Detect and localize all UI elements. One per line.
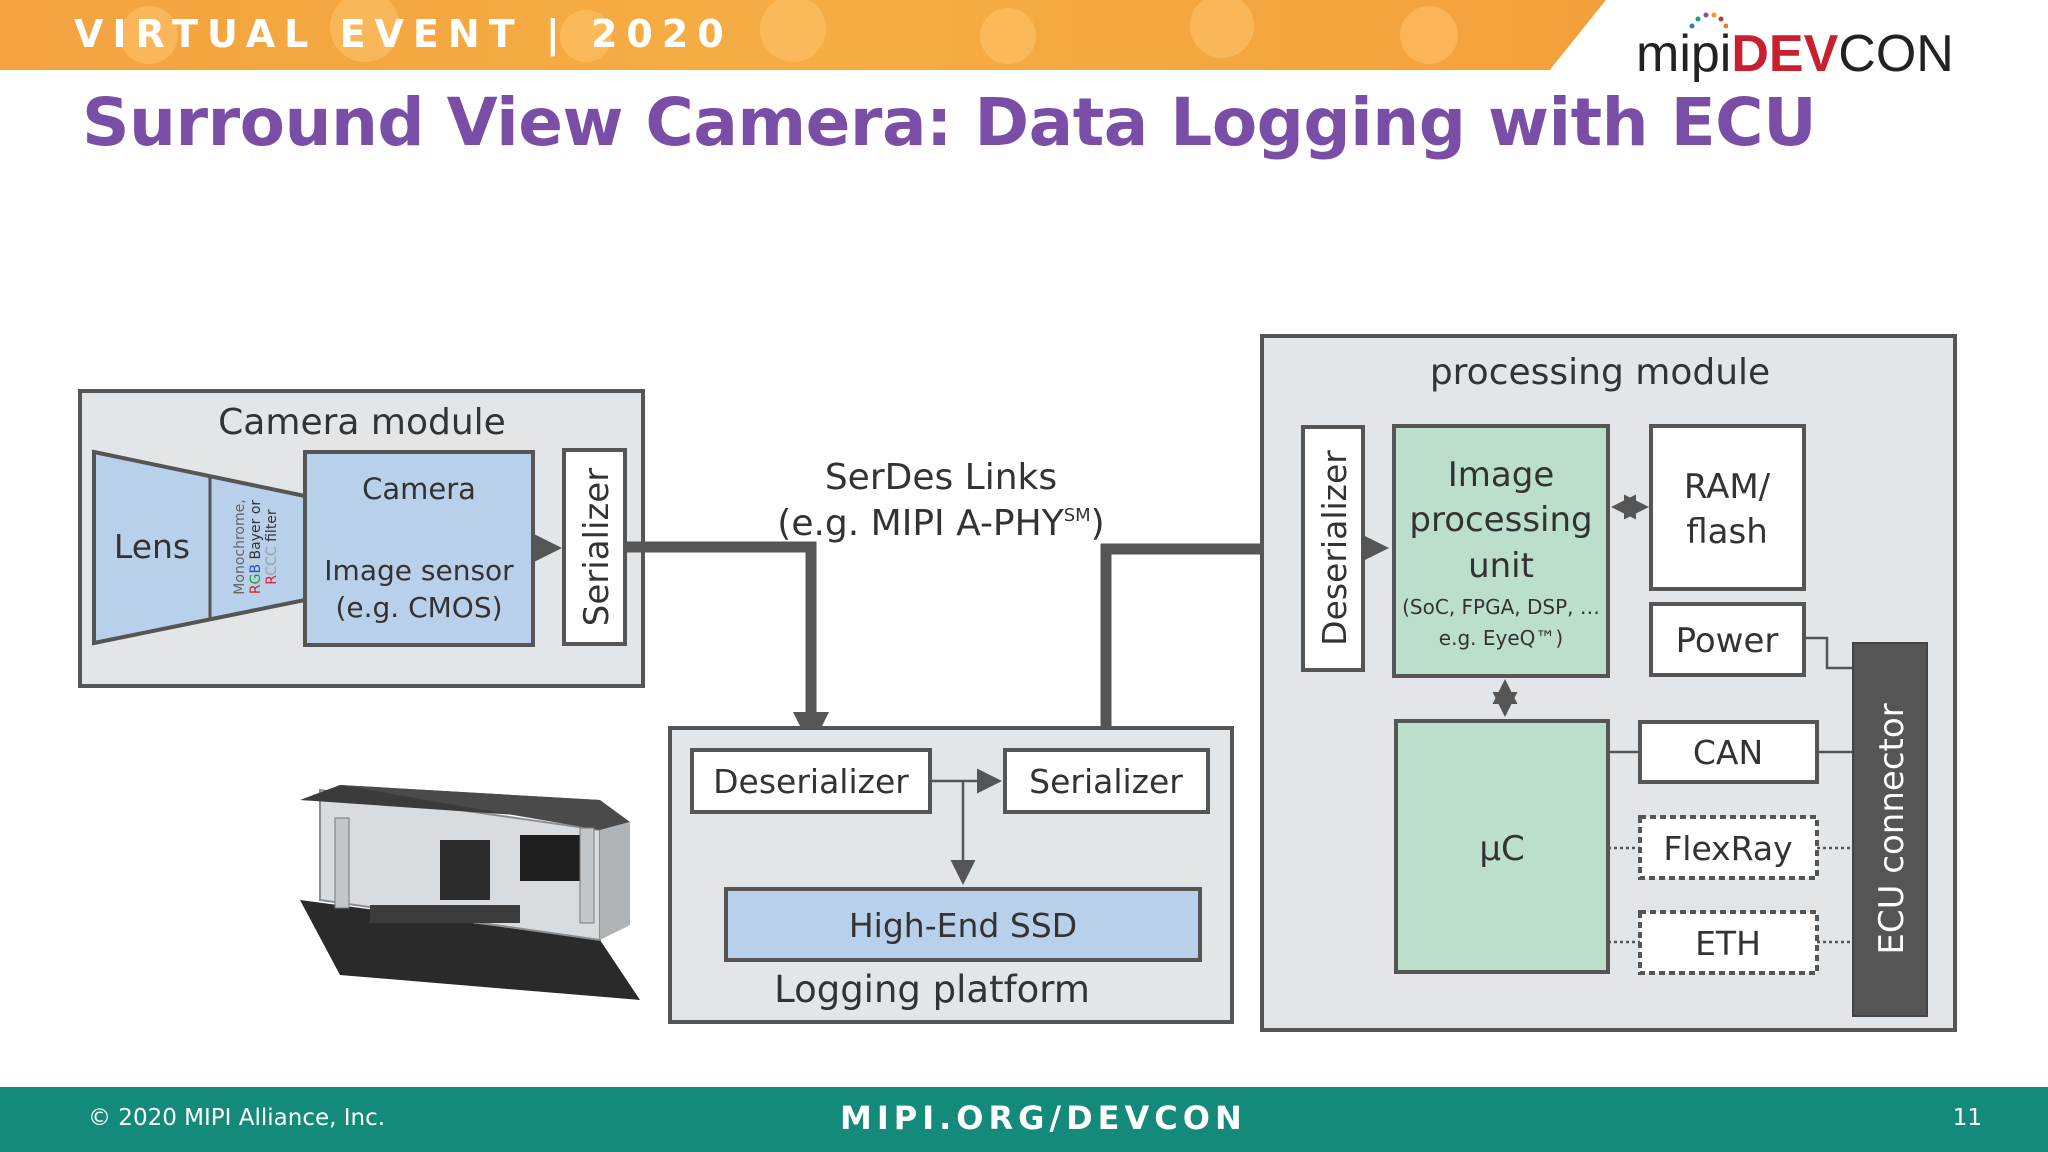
- data-logger-image: [300, 785, 640, 1000]
- lens-label: Lens: [114, 527, 190, 566]
- flexray-label: FlexRay: [1663, 829, 1792, 868]
- ssd-box: [724, 887, 1202, 962]
- footer-bar: © 2020 MIPI Alliance, Inc. MIPI.ORG/DEVC…: [0, 1087, 2048, 1152]
- ram-label-2: flash: [1686, 512, 1768, 552]
- serdes-subtitle: (e.g. MIPI A-PHYSM): [777, 503, 1104, 544]
- can-label: CAN: [1693, 733, 1763, 772]
- ram-label-1: RAM/: [1684, 467, 1771, 507]
- camera-module-label: Camera module: [218, 402, 506, 443]
- mipi-devcon-logo: mipiDEVCON: [1636, 12, 1954, 84]
- processing-module-label: processing module: [1430, 352, 1770, 393]
- filter-line-1: Monochrome,: [232, 499, 248, 594]
- image-sensor-label: Image sensor: [324, 554, 514, 587]
- ssd-label: High-End SSD: [849, 906, 1077, 945]
- footer-url: MIPI.ORG/DEVCON: [840, 1099, 1247, 1137]
- slide-number: 11: [1952, 1105, 1982, 1131]
- logging-deserializer-label: Deserializer: [713, 762, 909, 801]
- ecu-diagram: Camera module Lens Monochrome, RGB Bayer…: [78, 334, 1957, 1032]
- camera-sensor-box: [303, 450, 535, 647]
- ecu-connector-label: ECU connector: [1872, 703, 1912, 954]
- cmos-label: (e.g. CMOS): [335, 591, 502, 624]
- processing-deserializer-box: [1301, 425, 1365, 672]
- logo-mipi: mipi: [1636, 25, 1732, 83]
- filter-label: Monochrome, RGB Bayer or RCCC filter: [232, 499, 280, 594]
- camera-serializer-box: [562, 448, 627, 646]
- camera-serializer-label: Serializer: [577, 468, 617, 626]
- logo-dots-icon: [1689, 12, 1728, 29]
- logging-serializer-box: [1003, 748, 1210, 814]
- filter-line-3: RCCC filter: [264, 509, 280, 585]
- power-box: [1649, 602, 1806, 677]
- ipu-line-1: Image: [1448, 455, 1554, 495]
- ipu-box: [1392, 424, 1610, 678]
- slide-title: Surround View Camera: Data Logging with …: [82, 84, 1817, 161]
- flexray-box: [1638, 815, 1819, 880]
- serdes-link-up: [1100, 543, 1262, 726]
- logo-dev: DEV: [1731, 25, 1839, 83]
- ecu-connector-box: [1852, 642, 1928, 1017]
- serdes-link-down: [625, 541, 817, 712]
- logo-con: CON: [1838, 25, 1954, 83]
- eth-label: ETH: [1695, 924, 1761, 963]
- camera-label: Camera: [362, 472, 476, 506]
- processing-deserializer-label: Deserializer: [1315, 450, 1354, 646]
- ipu-subtext-2: e.g. EyeQ™): [1439, 626, 1563, 650]
- uc-label: µC: [1479, 829, 1524, 869]
- footer-copyright: © 2020 MIPI Alliance, Inc.: [88, 1105, 386, 1131]
- power-label: Power: [1676, 621, 1779, 661]
- power-connector-line: [1804, 636, 1853, 670]
- ipu-line-2: processing: [1409, 500, 1592, 540]
- eth-box: [1638, 910, 1819, 975]
- banner-text: VIRTUAL EVENT | 2020: [74, 12, 733, 56]
- logging-platform-label: Logging platform: [774, 968, 1090, 1011]
- logging-deserializer-box: [690, 748, 932, 814]
- uc-box: [1394, 719, 1610, 974]
- ipu-subtext-1: (SoC, FPGA, DSP, …: [1402, 595, 1600, 619]
- serdes-title: SerDes Links: [825, 457, 1057, 498]
- event-banner: VIRTUAL EVENT | 2020: [0, 0, 1606, 70]
- filter-line-2: RGB Bayer or: [248, 500, 264, 595]
- logging-serializer-label: Serializer: [1029, 762, 1183, 801]
- ipu-line-3: unit: [1468, 546, 1534, 586]
- ram-flash-box: [1649, 424, 1806, 591]
